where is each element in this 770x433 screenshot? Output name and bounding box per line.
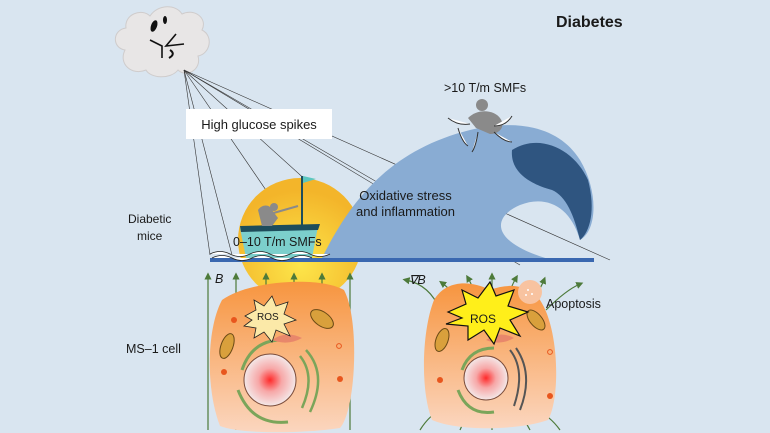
diagram-title: Diabetes (556, 14, 623, 31)
wave-icon (320, 125, 594, 262)
ros-burst-mild (243, 295, 298, 343)
cloud-icon (114, 6, 210, 78)
uniform-field-label: B (215, 272, 224, 286)
high-smf-label: >10 T/m SMFs (444, 81, 527, 95)
gradient-field-label: ∇B (409, 273, 426, 287)
high-glucose-label: High glucose spikes (186, 109, 332, 139)
oxidative-line: Oxidative stress (359, 188, 452, 203)
stressed-cell (423, 280, 557, 429)
water-ripples (209, 251, 331, 261)
apoptosis-label: Apoptosis (546, 297, 601, 311)
sea-line (210, 258, 594, 262)
ros-burst-strong (445, 280, 530, 346)
ros-label-mild: ROS (257, 312, 279, 323)
diabetic-line: Diabetic (128, 212, 172, 226)
high-glucose-text: High glucose spikes (201, 116, 317, 132)
boat-icon (240, 176, 320, 258)
normal-cell (209, 281, 355, 433)
inflammation-line: and inflammation (356, 204, 455, 219)
mouse-surfing-icon (447, 99, 513, 153)
diabetic-mice-label: Diabetic mice (128, 211, 171, 245)
ms1-cell-label: MS–1 cell (126, 342, 181, 356)
oxidative-stress-label: Oxidative stress and inflammation (356, 188, 455, 220)
low-smf-label: 0–10 T/m SMFs (233, 235, 322, 249)
mice-line: mice (137, 229, 163, 243)
ros-label-strong: ROS (470, 312, 497, 326)
